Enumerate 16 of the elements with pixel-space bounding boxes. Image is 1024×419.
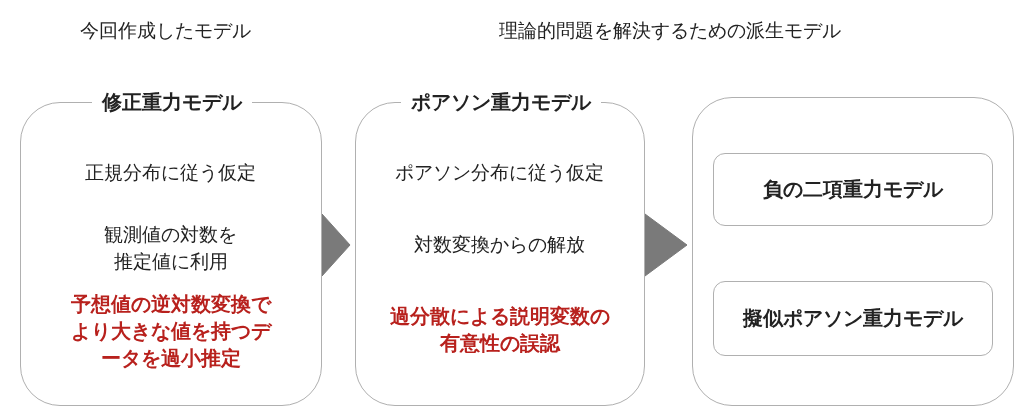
section-title: 今回作成したモデル xyxy=(79,18,251,43)
feature-text: ポアソン分布に従う仮定 xyxy=(394,160,605,185)
model-box xyxy=(713,281,993,356)
model-name: 負の二項重力モデル xyxy=(762,176,945,203)
group-card xyxy=(692,97,1014,406)
chevron-arrow xyxy=(321,213,351,277)
card-heading: 修正重力モデル xyxy=(92,89,252,116)
problem-note: 過分散による説明変数の有意性の誤認 xyxy=(388,303,611,357)
section-title: 理論的問題を解決するための派生モデル xyxy=(499,18,841,43)
model-box xyxy=(713,153,993,226)
feature-text: 正規分布に従う仮定 xyxy=(84,160,257,185)
problem-note: 予想値の逆対数変換でより大きな値を持つデータを過小推定 xyxy=(69,291,273,372)
chevron-arrow xyxy=(644,213,688,277)
model-name: 擬似ポアソン重力モデル xyxy=(741,305,965,332)
feature-text: 対数変換からの解放 xyxy=(413,232,586,257)
feature-text: 観測値の対数を推定値に利用 xyxy=(103,222,238,274)
